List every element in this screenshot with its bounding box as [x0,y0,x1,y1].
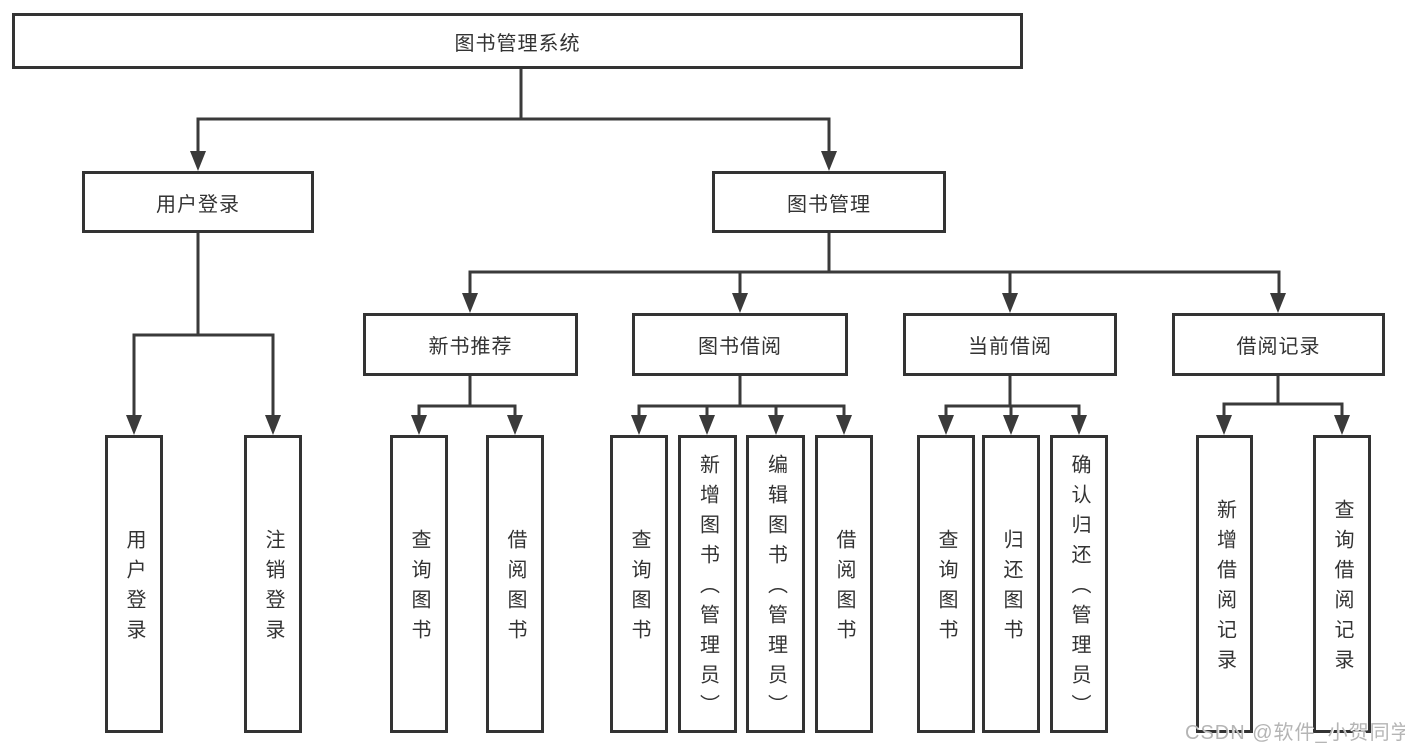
node-current-borrow: 当前借阅 [903,313,1117,376]
leaf-add-book-admin: 新增图书（管理员） [678,435,737,733]
leaf-query-book-3: 查询图书 [917,435,975,733]
leaf-return-book: 归还图书 [982,435,1040,733]
leaf-label: 借阅图书 [833,529,855,649]
leaf-label: 查询图书 [628,529,650,649]
leaf-label: 新增图书（管理员） [696,454,719,724]
leaf-confirm-return-admin: 确认归还（管理员） [1050,435,1108,733]
node-label: 图书管理系统 [454,32,581,55]
arrowheads [126,151,1350,435]
leaf-borrow-book-2: 借阅图书 [815,435,873,733]
leaf-borrow-book-1: 借阅图书 [486,435,544,733]
leaf-label: 编辑图书（管理员） [764,454,787,724]
csdn-watermark: CSDN @软件_小贺同学 [1185,722,1405,744]
leaf-label: 查询图书 [935,529,957,649]
node-new-book-recommend: 新书推荐 [363,313,578,376]
leaf-label: 归还图书 [1000,529,1022,649]
leaf-label: 借阅图书 [504,529,526,649]
leaf-label: 用户登录 [123,529,145,649]
leaf-label: 查询借阅记录 [1331,499,1353,679]
node-book-borrow: 图书借阅 [632,313,848,376]
node-user-login: 用户登录 [82,171,314,233]
leaf-label: 注销登录 [262,529,284,649]
node-library-management-system: 图书管理系统 [12,13,1023,69]
node-borrow-record: 借阅记录 [1172,313,1385,376]
leaf-query-book-2: 查询图书 [610,435,668,733]
leaf-add-borrow-record: 新增借阅记录 [1196,435,1253,733]
leaf-logout: 注销登录 [244,435,302,733]
leaf-label: 新增借阅记录 [1213,499,1236,679]
leaf-label: 查询图书 [408,529,430,649]
leaf-label: 确认归还（管理员） [1068,454,1090,724]
leaf-user-login: 用户登录 [105,435,163,733]
leaf-query-borrow-record: 查询借阅记录 [1313,435,1371,733]
leaf-query-book-1: 查询图书 [390,435,448,733]
leaf-edit-book-admin: 编辑图书（管理员） [746,435,805,733]
node-label: 当前借阅 [968,336,1052,358]
node-label: 借阅记录 [1236,336,1321,358]
node-label: 新书推荐 [428,336,513,358]
node-book-management: 图书管理 [712,171,946,233]
node-label: 用户登录 [156,193,240,216]
node-label: 图书借阅 [698,336,782,358]
node-label: 图书管理 [787,193,871,216]
